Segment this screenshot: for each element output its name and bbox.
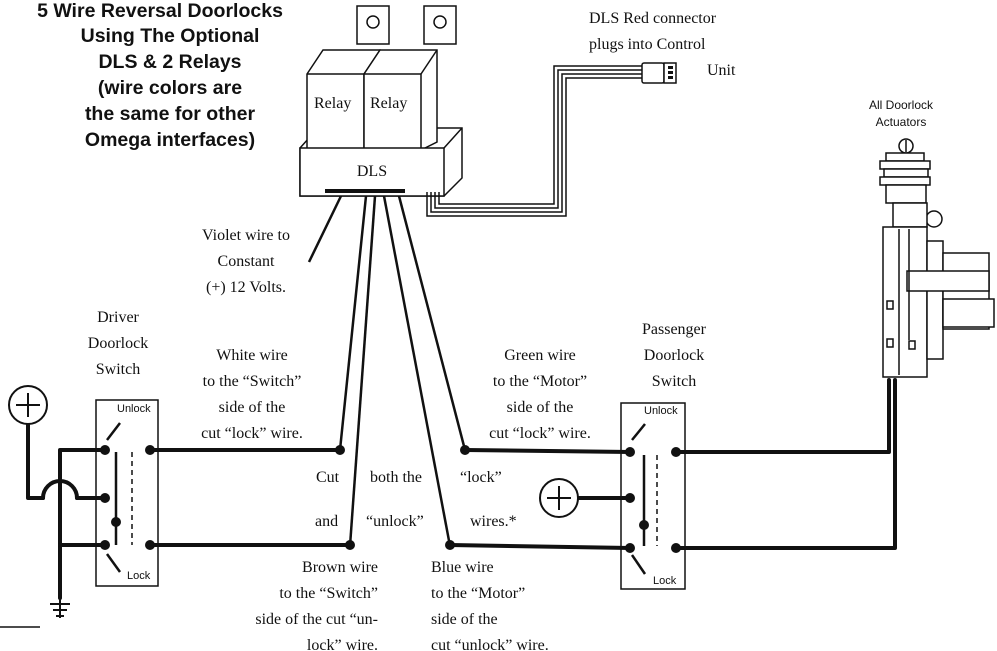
passenger-lock-label: Lock (653, 575, 677, 587)
plus-terminal-icon (8, 385, 48, 425)
driver-doorlock-switch: Unlock Lock (95, 399, 159, 587)
relay-2-label: Relay (370, 95, 407, 112)
brown-wire (348, 195, 377, 547)
brown-note-3: side of the cut “un- (255, 611, 378, 628)
passenger-unlock-label: Unlock (644, 405, 678, 417)
title-line-5: the same for other (85, 103, 256, 125)
actuator-icon (879, 138, 995, 378)
blue-wire (382, 195, 452, 547)
driver-title-1: Driver (97, 309, 139, 326)
green-note-1: Green wire (504, 347, 576, 364)
driver-wiring (26, 422, 352, 600)
actuator-note-2: Actuators (876, 115, 927, 129)
violet-wire (307, 195, 343, 263)
dls-label: DLS (357, 163, 387, 180)
brown-wire-junction (345, 540, 355, 550)
ground-icon (50, 598, 70, 618)
blue-note-2: to the “Motor” (431, 585, 525, 602)
title-line-2: Using The Optional (81, 25, 260, 47)
passenger-wiring (448, 378, 897, 550)
violet-note-3: (+) 12 Volts. (206, 279, 286, 296)
passenger-title-3: Switch (652, 373, 696, 390)
cut-note-both: both the (370, 469, 422, 486)
passenger-doorlock-switch: Unlock Lock (620, 402, 686, 590)
white-note-1: White wire (216, 347, 288, 364)
violet-note-2: Constant (218, 253, 275, 270)
white-note-3: side of the (219, 399, 286, 416)
connector-note-1: DLS Red connector (589, 10, 717, 27)
passenger-title-2: Doorlock (644, 347, 704, 364)
relay-icon: Relay (363, 5, 457, 151)
white-wire-junction (335, 445, 345, 455)
plus-terminal-icon (539, 478, 579, 518)
driver-title-2: Doorlock (88, 335, 148, 352)
blue-note-4: cut “unlock” wire. (431, 637, 549, 651)
title-line-4: (wire colors are (98, 77, 242, 99)
driver-lock-label: Lock (127, 570, 151, 582)
white-note-4: cut “lock” wire. (201, 425, 303, 442)
white-note-2: to the “Switch” (203, 373, 302, 390)
brown-note-2: to the “Switch” (279, 585, 378, 602)
green-note-2: to the “Motor” (493, 373, 587, 390)
passenger-title-1: Passenger (642, 321, 707, 338)
brown-note-1: Brown wire (302, 559, 378, 576)
brown-note-4: lock” wire. (307, 637, 378, 651)
connector-note-3: Unit (707, 62, 736, 79)
cut-note-wires: wires.* (470, 513, 517, 530)
green-note-3: side of the (507, 399, 574, 416)
violet-note-1: Violet wire to (202, 227, 290, 244)
blue-note-3: side of the (431, 611, 498, 628)
white-wire (338, 195, 368, 451)
actuator-note-1: All Doorlock (869, 98, 934, 112)
title-line-6: Omega interfaces) (85, 129, 255, 151)
control-unit-harness (426, 62, 677, 217)
green-note-4: cut “lock” wire. (489, 425, 591, 442)
connector-note-2: plugs into Control (589, 36, 706, 53)
title-line-1: 5 Wire Reversal Doorlocks (37, 0, 283, 22)
relay-1-label: Relay (314, 95, 351, 112)
cut-note-cut: Cut (316, 469, 340, 486)
diagram-title: 5 Wire Reversal Doorlocks Using The Opti… (37, 0, 283, 151)
connector-icon (641, 62, 677, 84)
green-wire (397, 195, 467, 451)
cut-note-unlock: “unlock” (366, 513, 424, 530)
blue-note-1: Blue wire (431, 559, 494, 576)
dls-module: Relay Relay DLS (299, 5, 463, 197)
cut-note-and: and (315, 513, 338, 530)
driver-title-3: Switch (96, 361, 140, 378)
title-line-3: DLS & 2 Relays (98, 51, 241, 73)
driver-unlock-label: Unlock (117, 403, 151, 415)
cut-note-lock: “lock” (460, 469, 502, 486)
